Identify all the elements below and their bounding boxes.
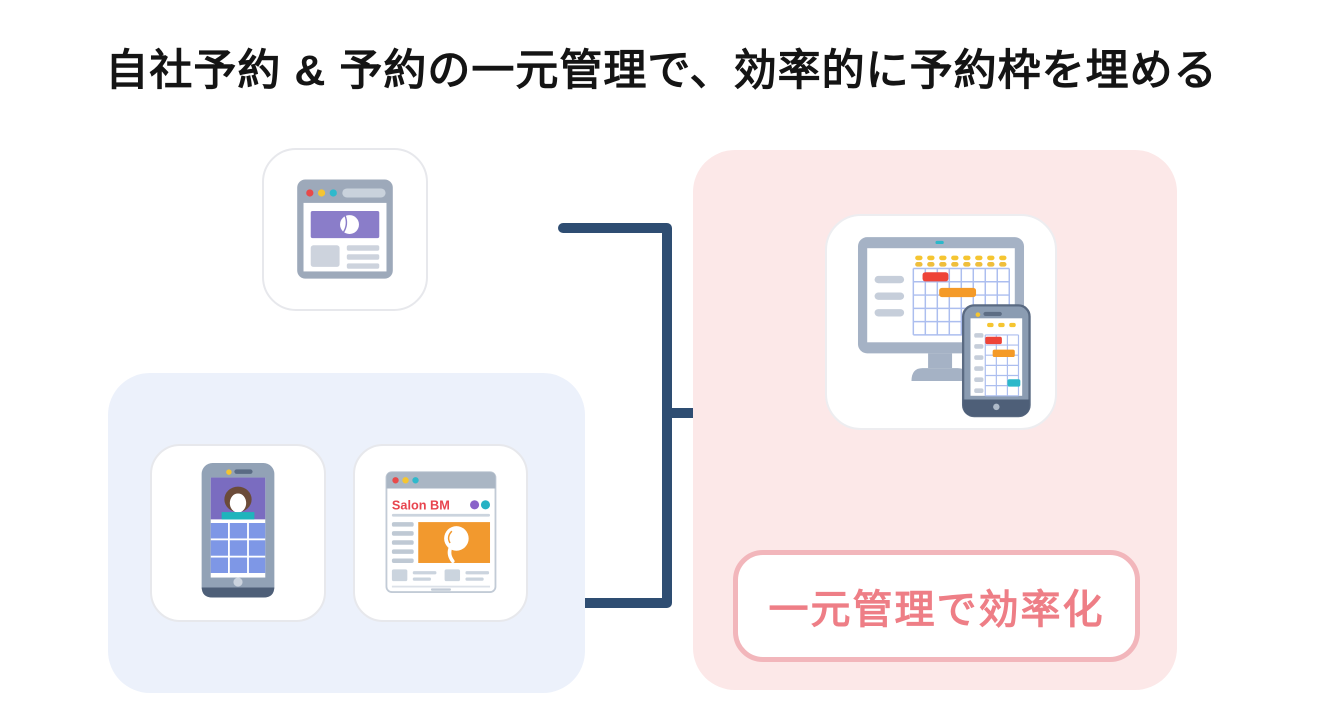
management-dashboard-card [825,214,1057,430]
page-title: 自社予約 & 予約の一元管理で、効率的に予約枠を埋める [105,47,1218,95]
unified-management-badge-label: 一元管理で効率化 [768,588,1105,632]
salon-website-icon: Salon BM [385,471,497,593]
salon-website-card: Salon BM [353,444,528,622]
unified-management-group: 一元管理で効率化 [693,150,1177,690]
desktop-phone-calendar-icon [857,237,1031,418]
smartphone-booking-card [150,444,326,622]
smartphone-booking-icon [201,463,275,598]
salon-brand-text: Salon BM [392,497,450,512]
browser-window-icon [297,179,393,279]
own-website-card [262,148,428,311]
booking-sources-group: Salon BM [108,373,585,693]
unified-management-badge: 一元管理で効率化 [733,550,1140,662]
